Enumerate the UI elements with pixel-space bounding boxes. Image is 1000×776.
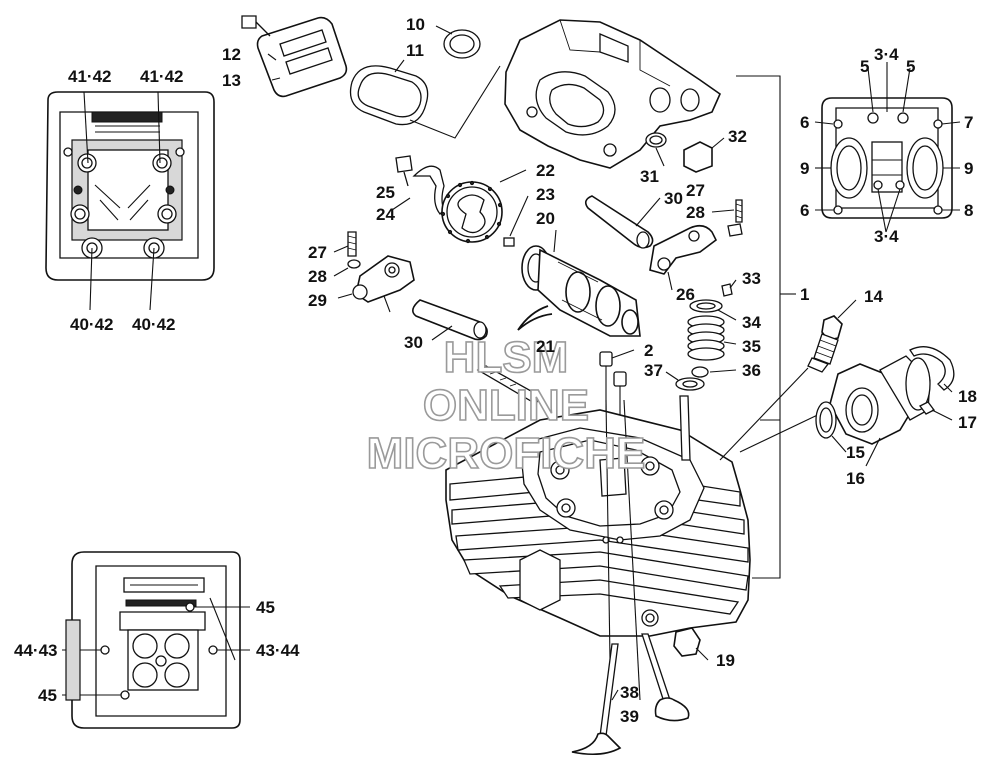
callout-40-42-right: 40·42 (132, 315, 175, 334)
callout-11: 11 (406, 41, 424, 60)
callout-30-bottom: 30 (404, 333, 423, 352)
callout-44-43: 44·43 (14, 641, 57, 660)
watermark-line-2: ONLINE (423, 381, 589, 430)
callout-33: 33 (742, 269, 761, 288)
callout-23: 23 (536, 185, 555, 204)
callout-3-4-top: 3·4 (874, 45, 899, 64)
valves (571, 633, 690, 756)
watermark-line-1: HLSM (444, 333, 569, 382)
callout-5-left: 5 (860, 57, 869, 76)
callout-37: 37 (644, 361, 663, 380)
callout-36: 36 (742, 361, 761, 380)
callout-19: 19 (716, 651, 735, 670)
spark-plug (807, 315, 843, 373)
inset-head-underside (62, 551, 250, 729)
callout-31: 31 (640, 167, 659, 186)
callout-6-bottom: 6 (800, 201, 809, 220)
watermark-line-3: MICROFICHE (367, 429, 646, 478)
callout-21: 21 (536, 337, 555, 356)
callout-3-4-bottom: 3·4 (874, 227, 899, 246)
callout-6-top: 6 (800, 113, 809, 132)
callout-32: 32 (728, 127, 747, 146)
callout-38: 38 (620, 683, 639, 702)
callout-1: 1 (800, 285, 809, 304)
cylinder-head (445, 409, 751, 637)
callout-45-bottom: 45 (38, 686, 57, 705)
inset-cover-underside (814, 62, 961, 233)
valve-spring (687, 315, 725, 361)
callout-40-42-left: 40·42 (70, 315, 113, 334)
inset-head-top-view (45, 91, 215, 311)
watermark: HLSM ONLINE MICROFICHE (366, 332, 646, 479)
callout-24: 24 (376, 205, 395, 224)
intake-boot (829, 355, 931, 445)
callout-28-left: 28 (308, 267, 327, 286)
callout-41-42-left: 41·42 (68, 67, 111, 86)
callout-13: 13 (222, 71, 241, 90)
callout-7: 7 (964, 113, 973, 132)
callout-45-top: 45 (256, 598, 275, 617)
callout-43-44: 43·44 (256, 641, 300, 660)
callout-20: 20 (536, 209, 555, 228)
callout-25: 25 (376, 183, 395, 202)
callout-16: 16 (846, 469, 865, 488)
callout-14: 14 (864, 287, 883, 306)
callout-41-42-right: 41·42 (140, 67, 183, 86)
callout-5-right: 5 (906, 57, 915, 76)
callout-34: 34 (742, 313, 761, 332)
callout-8: 8 (964, 201, 973, 220)
callout-labels: 1 2 3·4 3·4 5 5 6 6 7 8 9 9 10 11 12 13 … (14, 15, 977, 726)
callout-35: 35 (742, 337, 761, 356)
callout-27-right: 27 (686, 181, 705, 200)
callout-17: 17 (958, 413, 977, 432)
callout-10: 10 (406, 15, 425, 34)
camshaft (521, 245, 641, 337)
callout-27-left: 27 (308, 243, 327, 262)
callout-9-right: 9 (964, 159, 973, 178)
callout-26: 26 (676, 285, 695, 304)
callout-39: 39 (620, 707, 639, 726)
callout-30-top: 30 (664, 189, 683, 208)
callout-2: 2 (644, 341, 653, 360)
cam-sprocket (440, 180, 503, 244)
callout-12: 12 (222, 45, 241, 64)
callout-9-left: 9 (800, 159, 809, 178)
callout-28-right: 28 (686, 203, 705, 222)
callout-15: 15 (846, 443, 865, 462)
callout-18: 18 (958, 387, 977, 406)
callout-22: 22 (536, 161, 555, 180)
callout-29: 29 (308, 291, 327, 310)
main-assembly (241, 15, 955, 756)
